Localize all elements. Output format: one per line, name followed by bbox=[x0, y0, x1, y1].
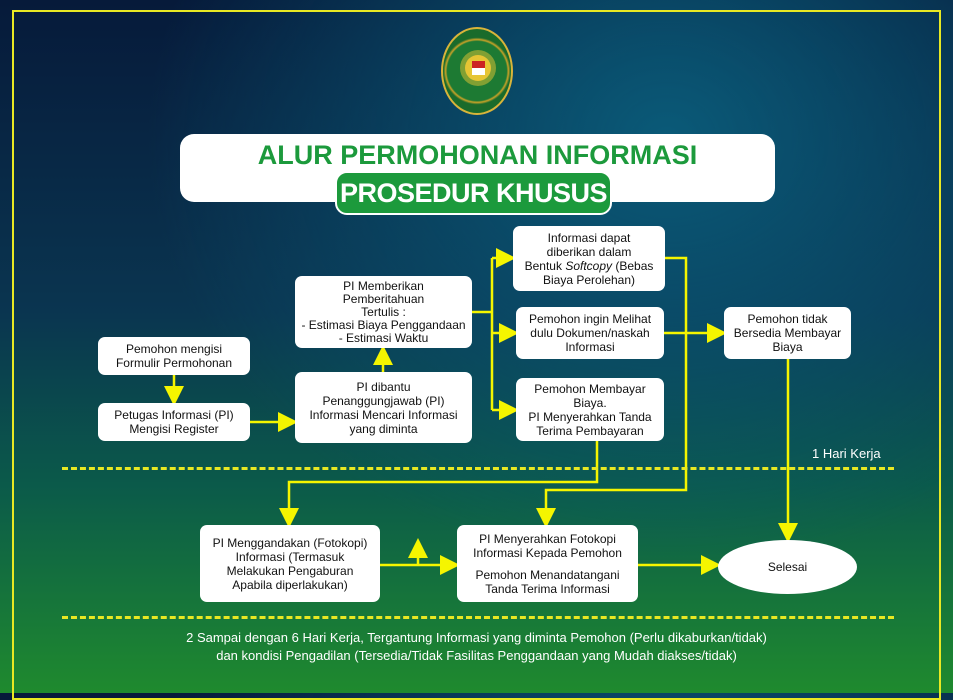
footer-line: 2 Sampai dengan 6 Hari Kerja, Tergantung… bbox=[186, 630, 767, 645]
box-text: Bersedia Membayar bbox=[733, 326, 842, 340]
box-text: Bentuk Softcopy (Bebas bbox=[525, 259, 654, 273]
box-text: Apabila diperlakukan) bbox=[232, 577, 348, 592]
box-text: Mengisi Register bbox=[129, 422, 219, 436]
box-text: Pemohon tidak bbox=[747, 312, 828, 326]
box-text: Pemohon mengisi bbox=[125, 342, 223, 356]
box-text: Formulir Permohonan bbox=[115, 356, 233, 370]
box-menggandakan: PI Menggandakan (Fotokopi)Informasi (Ter… bbox=[200, 525, 380, 602]
box-text-italic: Softcopy bbox=[565, 258, 613, 273]
box-text: Pemohon ingin Melihat bbox=[528, 312, 652, 326]
divider-one-day bbox=[62, 467, 894, 470]
one-day-label: 1 Hari Kerja bbox=[812, 446, 881, 461]
box-text: Tertulis : bbox=[361, 304, 406, 319]
box-text: Penanggungjawab (PI) bbox=[322, 393, 445, 408]
box-text: Biaya. bbox=[573, 395, 607, 410]
footer-line: dan kondisi Pengadilan (Tersedia/Tidak F… bbox=[216, 648, 737, 663]
box-text: PI Memberikan bbox=[343, 278, 424, 293]
box-text: PI dibantu bbox=[356, 379, 411, 394]
box-text: Terima Pembayaran bbox=[536, 423, 644, 438]
box-text: Informasi Mencari Informasi bbox=[309, 407, 458, 422]
box-text: dulu Dokumen/naskah bbox=[530, 326, 650, 340]
box-text: - Estimasi Biaya Penggandaan bbox=[301, 317, 466, 332]
box-text-part: Bentuk bbox=[524, 258, 566, 273]
footer-note: 2 Sampai dengan 6 Hari Kerja, Tergantung… bbox=[0, 629, 953, 665]
box-text: - Estimasi Waktu bbox=[338, 330, 429, 345]
box-text: Pemohon Membayar bbox=[534, 381, 646, 396]
box-text: Informasi dapat bbox=[547, 230, 631, 245]
box-text: Biaya Perolehan) bbox=[542, 272, 636, 287]
box-text: Informasi (Termasuk bbox=[235, 549, 345, 564]
box-text: Biaya bbox=[772, 340, 803, 354]
end-node: Selesai bbox=[718, 540, 857, 594]
box-text: PI Menggandakan (Fotokopi) bbox=[212, 535, 368, 550]
box-text: PI Menyerahkan Tanda bbox=[528, 409, 652, 424]
box-text: yang diminta bbox=[349, 421, 418, 436]
box-text: PI Menyerahkan Fotokopi bbox=[479, 531, 616, 546]
box-text: Selesai bbox=[767, 560, 808, 574]
box-register: Petugas Informasi (PI)Mengisi Register bbox=[98, 403, 250, 441]
box-text: Petugas Informasi (PI) bbox=[114, 408, 234, 422]
box-text: Informasi Kepada Pemohon bbox=[473, 545, 622, 560]
page-subtitle: PROSEDUR KHUSUS bbox=[335, 171, 612, 215]
box-text-part: (Bebas bbox=[612, 258, 654, 273]
box-text: Melakukan Pengaburan bbox=[226, 563, 354, 578]
court-logo bbox=[441, 27, 513, 115]
box-text: Pemohon Menandatangani bbox=[475, 567, 620, 582]
divider-footer bbox=[62, 616, 894, 619]
box-text: Pemberitahuan bbox=[342, 291, 425, 306]
box-text: Informasi bbox=[565, 340, 615, 354]
box-text: Tanda Terima Informasi bbox=[485, 581, 610, 596]
box-text: diberikan dalam bbox=[546, 244, 632, 259]
page-title: ALUR PERMOHONAN INFORMASI bbox=[257, 140, 698, 170]
